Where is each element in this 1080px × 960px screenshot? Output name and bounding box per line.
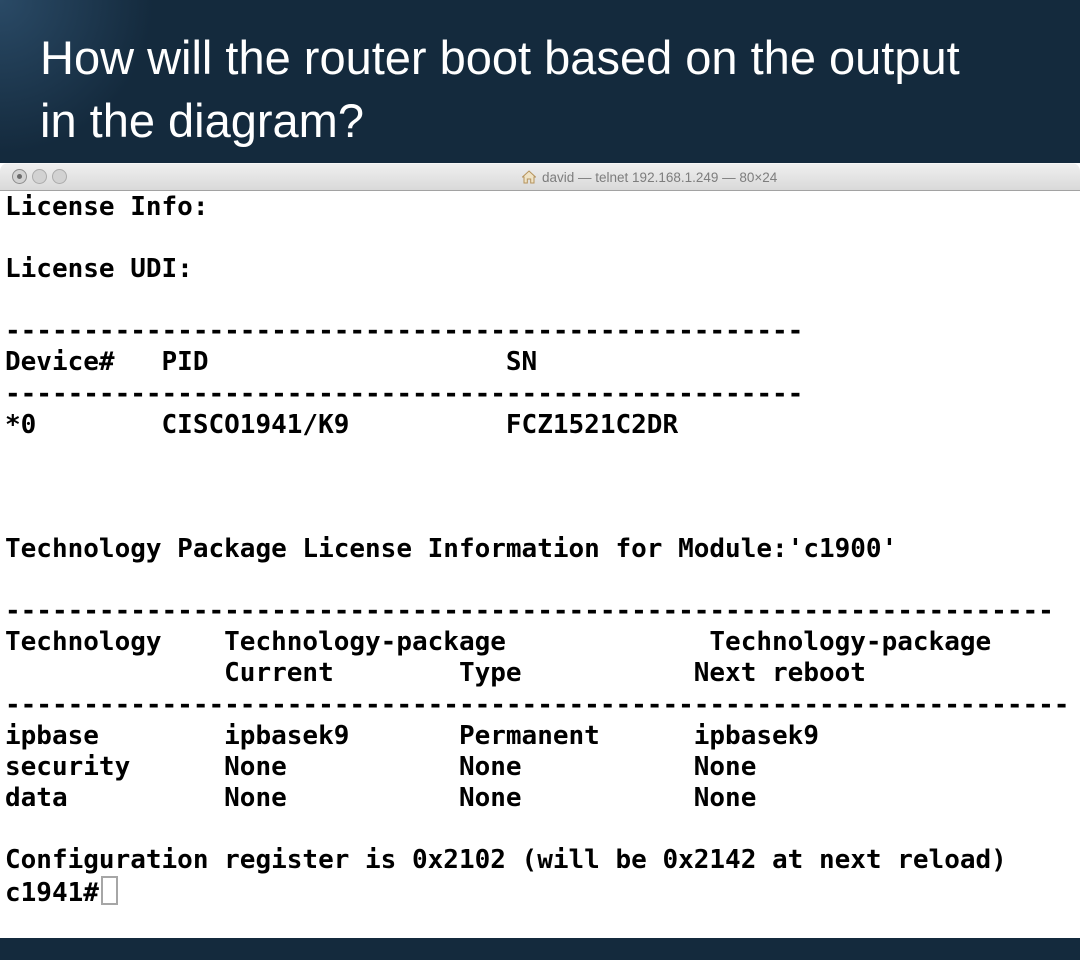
question-line-2: in the diagram? — [40, 94, 364, 147]
footer-bar — [0, 938, 1080, 960]
question-title: How will the router boot based on the ou… — [40, 26, 960, 152]
terminal-content[interactable]: License Info: License UDI: -------------… — [0, 191, 1080, 938]
close-dot-icon — [17, 174, 22, 179]
home-icon — [522, 170, 536, 184]
close-button[interactable] — [12, 169, 27, 184]
titlebar-title-group: david — telnet 192.168.1.249 — 80×24 — [522, 164, 777, 190]
terminal-cursor — [100, 876, 118, 906]
terminal-output: License Info: License UDI: -------------… — [5, 192, 1070, 875]
question-line-1: How will the router boot based on the ou… — [40, 31, 960, 84]
minimize-button[interactable] — [32, 169, 47, 184]
terminal-prompt-line: c1941# — [5, 876, 1080, 909]
window-title: david — telnet 192.168.1.249 — 80×24 — [542, 169, 778, 185]
window-controls — [12, 169, 67, 184]
zoom-button[interactable] — [52, 169, 67, 184]
terminal-window: david — telnet 192.168.1.249 — 80×24 Lic… — [0, 163, 1080, 938]
terminal-prompt: c1941# — [5, 878, 99, 909]
question-header: How will the router boot based on the ou… — [0, 0, 1080, 163]
terminal-titlebar[interactable]: david — telnet 192.168.1.249 — 80×24 — [0, 163, 1080, 191]
